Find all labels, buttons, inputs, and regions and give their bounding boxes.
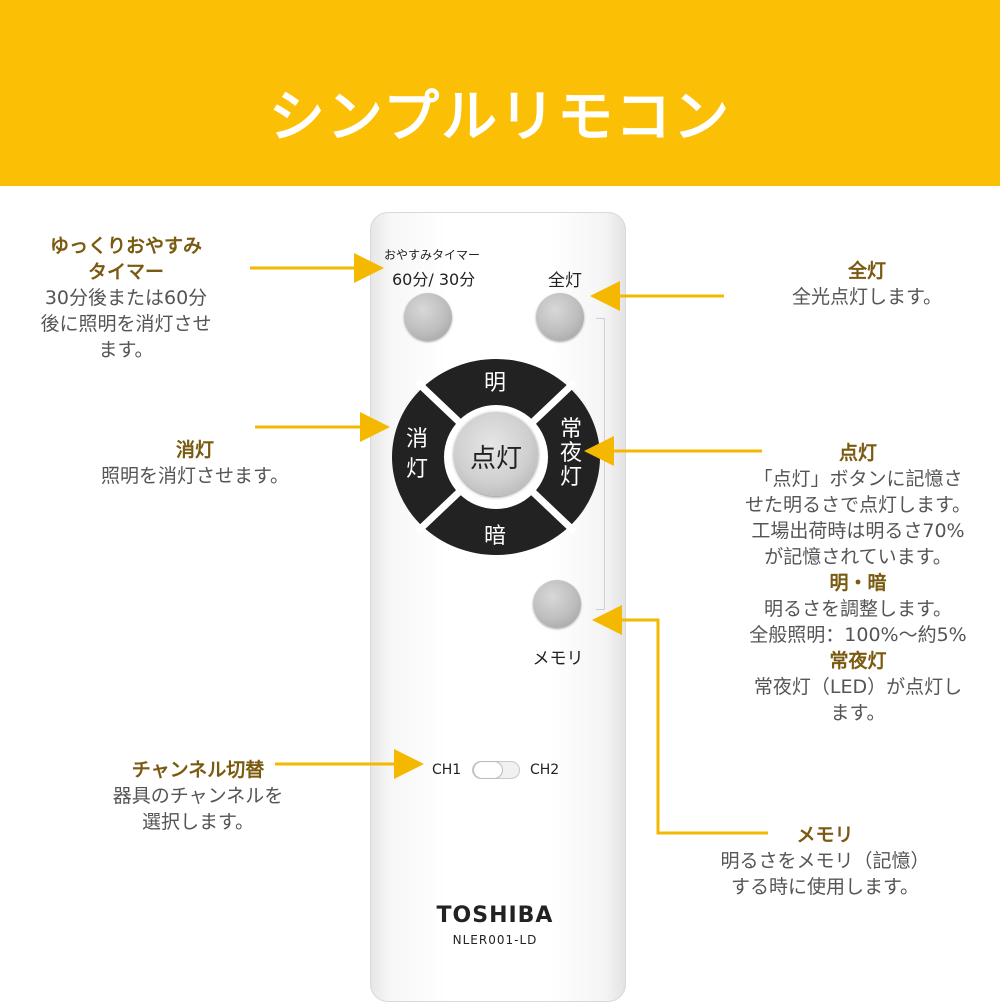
timer-button-label: 60分/ 30分: [392, 270, 476, 289]
dimmer-button[interactable]: 暗: [483, 524, 506, 549]
annotation-full-heading: 全灯: [847, 260, 886, 282]
annotation-full-body: 全光点灯します。: [791, 286, 943, 308]
model-number: NLER001-LD: [452, 933, 538, 947]
annotation-on: 点灯 「点灯」ボタンに記憶さ せた明るさで点灯します。 工場出荷時は明るさ70%…: [718, 440, 998, 726]
annotation-memory-heading: メモリ: [796, 824, 854, 846]
remote-control: [370, 212, 626, 1002]
annotation-off-heading: 消灯: [175, 439, 214, 461]
annotation-nightlight-heading: 常夜灯: [829, 650, 887, 672]
annotation-on-heading: 点灯: [838, 442, 877, 464]
annotation-brightdark-body: 明るさを調整します。 全般照明：100%～約5%: [749, 598, 967, 646]
annotation-nightlight-body: 常夜灯（LED）が点灯し ます。: [753, 676, 963, 724]
on-button[interactable]: [454, 412, 538, 496]
annotation-brightdark-heading: 明・暗: [829, 572, 887, 594]
annotation-on-body: 「点灯」ボタンに記憶さ せた明るさで点灯します。 工場出荷時は明るさ70% が記…: [744, 468, 972, 568]
channel-switch[interactable]: [472, 761, 520, 779]
brand-logo: TOSHIBA: [436, 903, 554, 928]
ch1-label: CH1: [432, 762, 462, 778]
memory-arrow: [592, 605, 768, 835]
memory-button[interactable]: [533, 580, 581, 628]
annotation-channel: チャンネル切替 器具のチャンネルを 選択します。: [58, 757, 338, 835]
timer-label: おやすみタイマー: [384, 248, 481, 262]
off-button[interactable]: 消 灯: [405, 427, 428, 482]
ch2-label: CH2: [530, 762, 560, 778]
annotation-off: 消灯 照明を消灯させます。: [60, 437, 330, 489]
annotation-memory-body: 明るさをメモリ（記憶） する時に使用します。: [720, 850, 930, 898]
full-light-button[interactable]: [536, 293, 584, 341]
channel-switch-knob[interactable]: [474, 762, 502, 778]
annotation-channel-body: 器具のチャンネルを 選択します。: [112, 785, 284, 833]
title-banner: シンプルリモコン: [0, 0, 1000, 186]
annotation-timer-body: 30分後または60分 後に照明を消灯させ ます。: [40, 287, 212, 361]
on-button-label: 点灯: [469, 444, 522, 474]
annotation-off-body: 照明を消灯させます。: [100, 465, 290, 487]
memory-label: メモリ: [532, 649, 584, 669]
annotation-memory: メモリ 明るさをメモリ（記憶） する時に使用します。: [690, 822, 960, 900]
annotation-full: 全灯 全光点灯します。: [742, 258, 992, 310]
annotation-timer-heading: ゆっくりおやすみ タイマー: [49, 235, 202, 283]
full-light-label: 全灯: [548, 271, 582, 291]
timer-button[interactable]: [404, 293, 452, 341]
night-light-button[interactable]: 常 夜 灯: [559, 417, 582, 490]
annotation-timer: ゆっくりおやすみ タイマー 30分後または60分 後に照明を消灯させ ます。: [14, 233, 238, 363]
brighter-button[interactable]: 明: [483, 371, 506, 396]
annotation-channel-heading: チャンネル切替: [131, 759, 265, 781]
banner-title: シンプルリモコン: [268, 85, 732, 150]
